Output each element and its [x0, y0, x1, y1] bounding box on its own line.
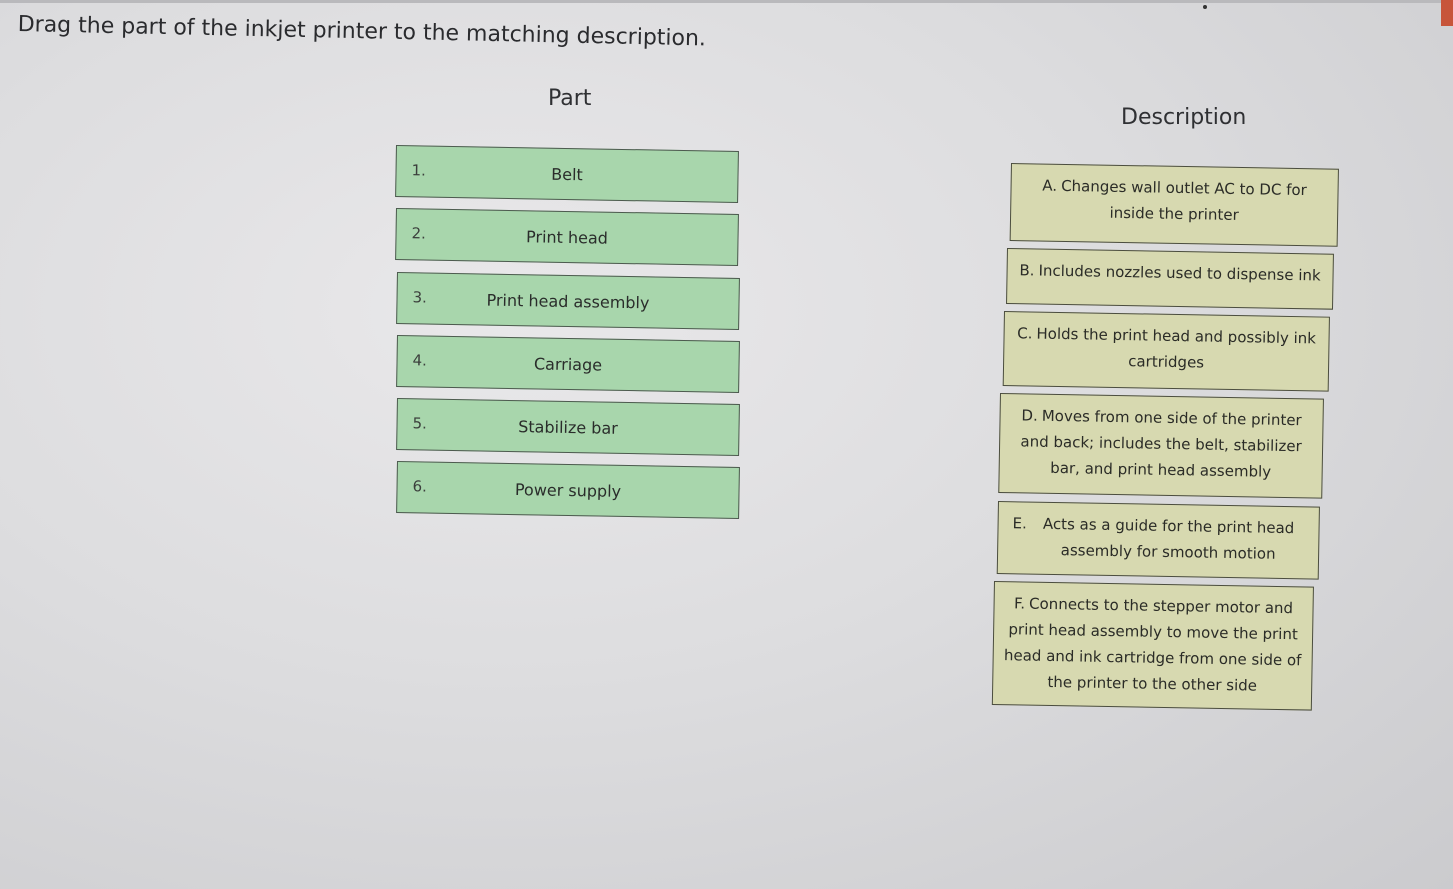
description-column-heading: Description [1121, 105, 1247, 130]
description-letter: B. [1019, 261, 1035, 280]
description-target-a[interactable]: A.Changes wall outlet AC to DC for insid… [1009, 163, 1339, 247]
description-letter: A. [1042, 176, 1058, 195]
part-item-carriage[interactable]: 4. Carriage [396, 335, 740, 393]
mouse-cursor-icon [1203, 5, 1207, 9]
description-text: Moves from one side of the printer and b… [1020, 406, 1302, 481]
description-text: Includes nozzles used to dispense ink [1038, 261, 1321, 285]
part-item-print-head[interactable]: 2. Print head [395, 208, 739, 266]
part-column-heading: Part [548, 86, 592, 111]
part-label: Print head assembly [486, 290, 650, 313]
description-target-d[interactable]: D.Moves from one side of the printer and… [998, 393, 1324, 499]
description-text: Holds the print head and possibly ink ca… [1036, 324, 1317, 372]
screen-top-edge [0, 0, 1453, 3]
part-label: Power supply [514, 480, 622, 501]
description-text: Acts as a guide for the print head assem… [1042, 514, 1295, 563]
description-letter: F. [1013, 594, 1026, 613]
description-text: Changes wall outlet AC to DC for inside … [1060, 176, 1307, 224]
description-letter: E. [1012, 514, 1028, 533]
description-letter: C. [1017, 324, 1033, 343]
part-item-stabilize-bar[interactable]: 5. Stabilize bar [396, 398, 740, 456]
description-letter: D. [1021, 406, 1038, 425]
part-label: Stabilize bar [518, 417, 618, 438]
description-target-e[interactable]: E. Acts as a guide for the print head ass… [996, 501, 1320, 580]
description-target-c[interactable]: C.Holds the print head and possibly ink … [1002, 311, 1330, 392]
top-right-accent [1441, 0, 1453, 26]
part-item-print-head-assembly[interactable]: 3. Print head assembly [396, 272, 740, 330]
part-item-power-supply[interactable]: 6. Power supply [396, 461, 740, 519]
description-target-b[interactable]: B.Includes nozzles used to dispense ink [1006, 248, 1334, 310]
description-text: Connects to the stepper motor and print … [1003, 594, 1302, 695]
part-label: Print head [525, 227, 609, 248]
part-label: Belt [551, 164, 583, 185]
description-target-f[interactable]: F.Connects to the stepper motor and prin… [991, 581, 1314, 711]
part-label: Carriage [533, 354, 603, 375]
part-item-belt[interactable]: 1. Belt [395, 145, 739, 203]
instructions-text: Drag the part of the inkjet printer to t… [17, 12, 707, 52]
